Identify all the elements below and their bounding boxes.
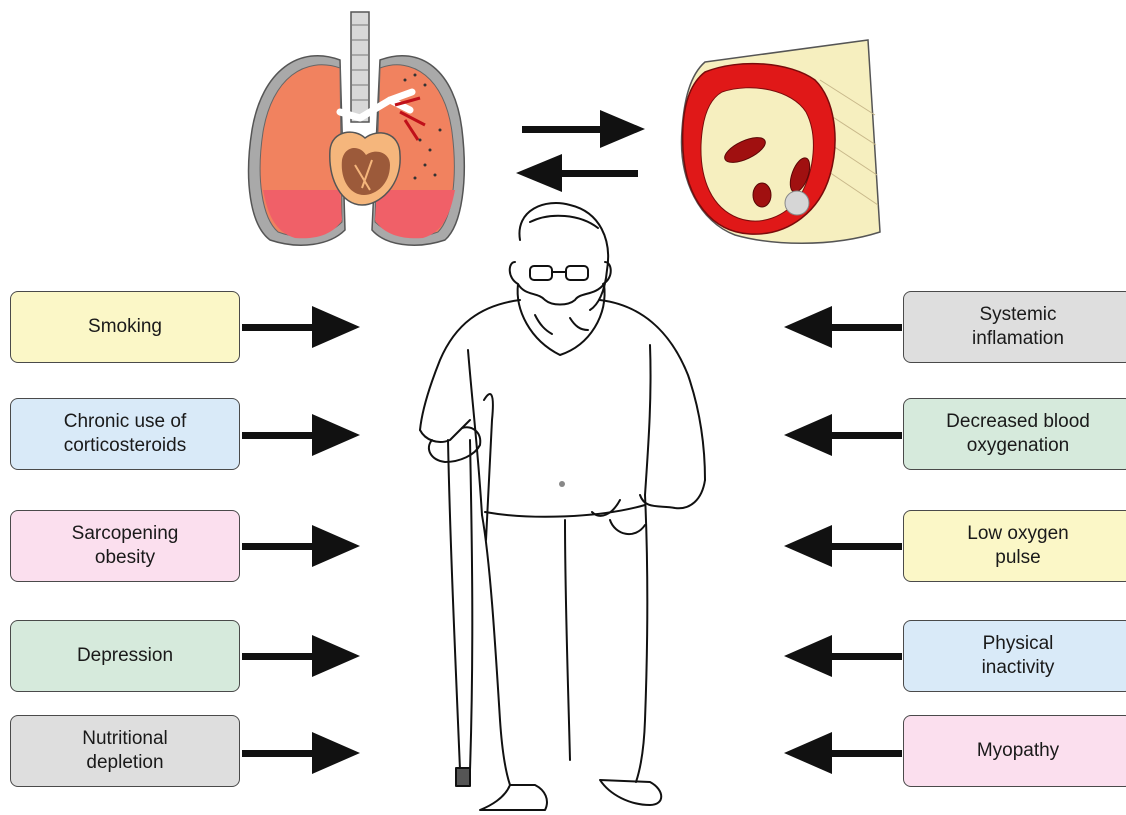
arrow-right-icon <box>242 635 360 677</box>
exchange-arrows-icon <box>516 110 645 192</box>
arrow-left-icon <box>784 525 902 567</box>
arrow-left-icon <box>784 414 902 456</box>
arrow-left-icon <box>784 635 902 677</box>
elderly-man-icon <box>420 203 705 810</box>
arrow-right-icon <box>242 732 360 774</box>
muscle-cross-section-icon <box>682 40 880 243</box>
arrow-left-icon <box>784 306 902 348</box>
right-arrows <box>784 306 902 774</box>
left-arrows <box>242 306 360 774</box>
arrow-right-icon <box>242 414 360 456</box>
arrow-left-icon <box>784 732 902 774</box>
lungs-heart-icon <box>249 12 465 245</box>
arrow-right-icon <box>242 525 360 567</box>
arrow-right-icon <box>242 306 360 348</box>
